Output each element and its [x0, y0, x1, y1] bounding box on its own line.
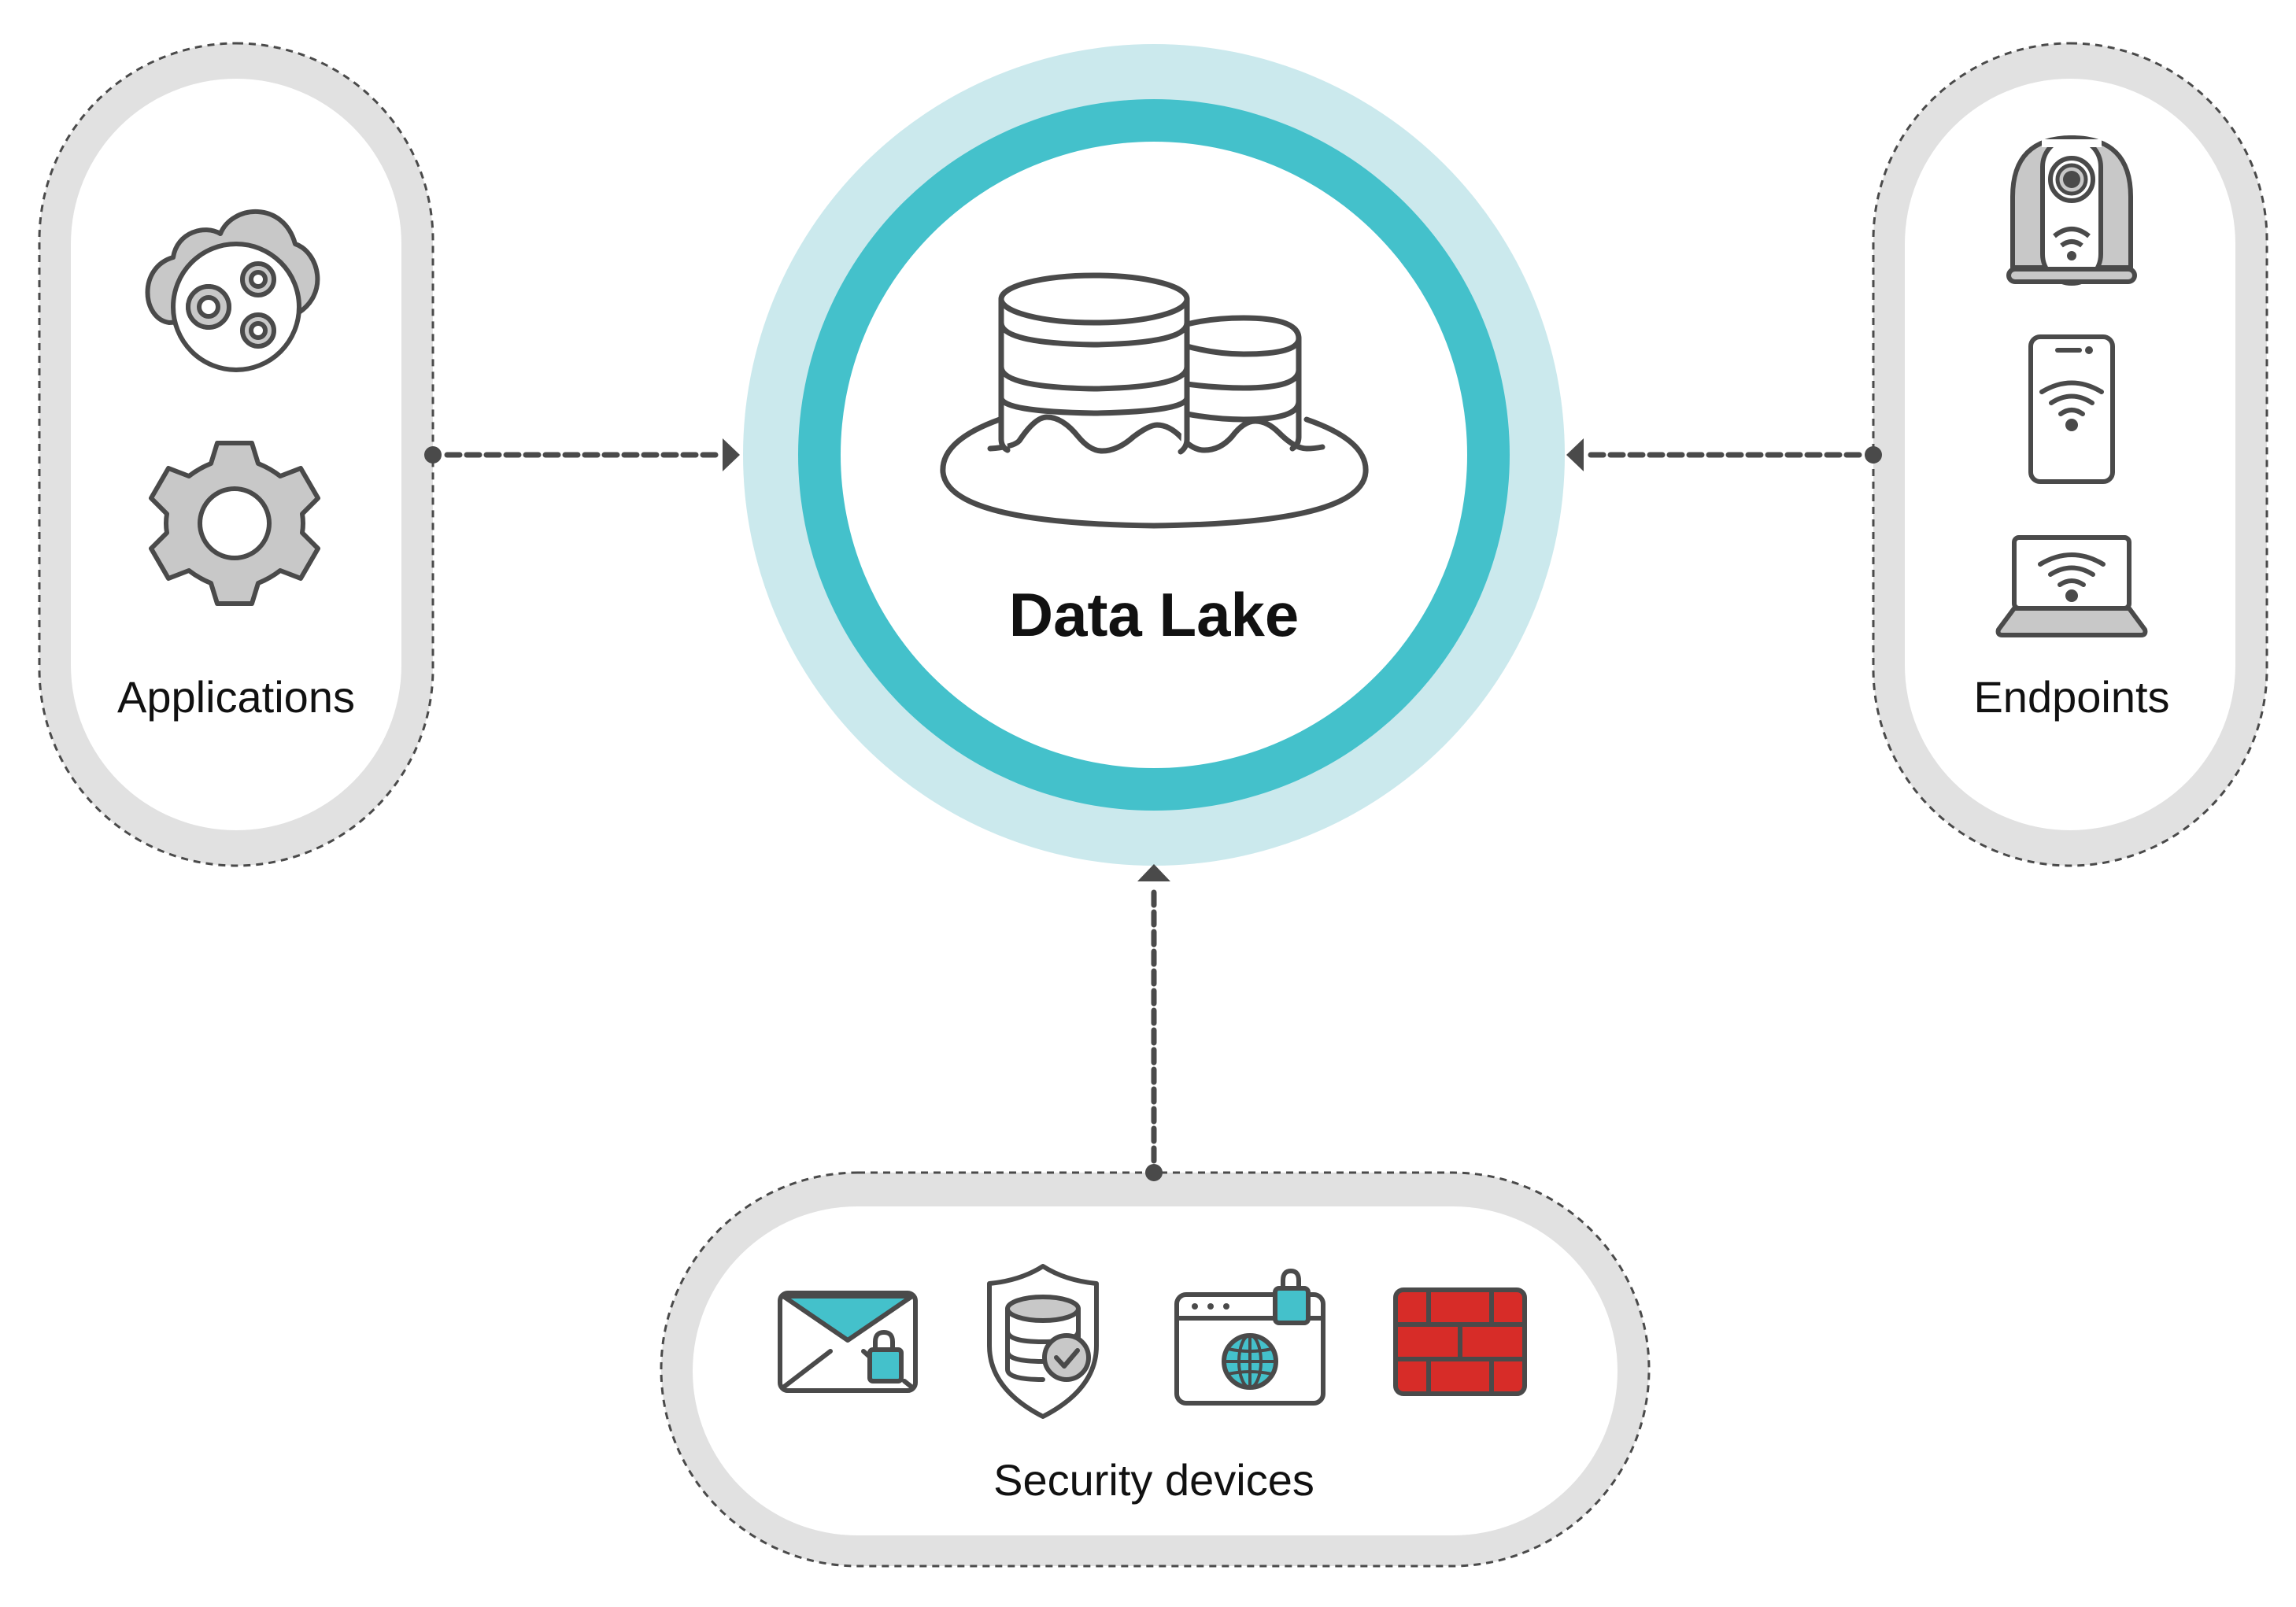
- endpoints-label: Endpoints: [1973, 672, 2169, 722]
- security-devices-group: Security devices: [660, 1164, 1651, 1568]
- connectors: [444, 438, 1862, 1164]
- laptop-wifi-icon: [1995, 535, 2148, 637]
- applications-label: Applications: [117, 672, 355, 722]
- secure-web-icon: [1174, 1269, 1325, 1406]
- data-lake-inner-circle: [841, 142, 1467, 768]
- applications-arrowhead: [723, 438, 740, 471]
- endpoints-connector-dot: [1865, 446, 1882, 464]
- cloud-gears-icon: [145, 209, 320, 372]
- endpoints-group: Endpoints: [1865, 42, 2268, 867]
- gear-icon: [149, 441, 320, 606]
- security-arrowhead: [1137, 864, 1170, 881]
- database-shield-icon: [987, 1264, 1099, 1419]
- database-lake-icon: [940, 272, 1369, 529]
- data-lake-node: Data Lake: [743, 44, 1565, 866]
- security-pill-inner: [693, 1206, 1618, 1535]
- endpoints-arrowhead: [1566, 438, 1584, 471]
- smartphone-wifi-icon: [2028, 334, 2115, 484]
- applications-group: Applications: [38, 42, 442, 867]
- security-connector-dot: [1145, 1164, 1163, 1181]
- data-lake-title: Data Lake: [1009, 580, 1300, 649]
- applications-connector-dot: [424, 446, 442, 464]
- security-devices-label: Security devices: [993, 1455, 1314, 1505]
- secure-email-icon: [778, 1291, 918, 1393]
- firewall-icon: [1393, 1287, 1527, 1396]
- security-camera-icon: [2006, 135, 2137, 286]
